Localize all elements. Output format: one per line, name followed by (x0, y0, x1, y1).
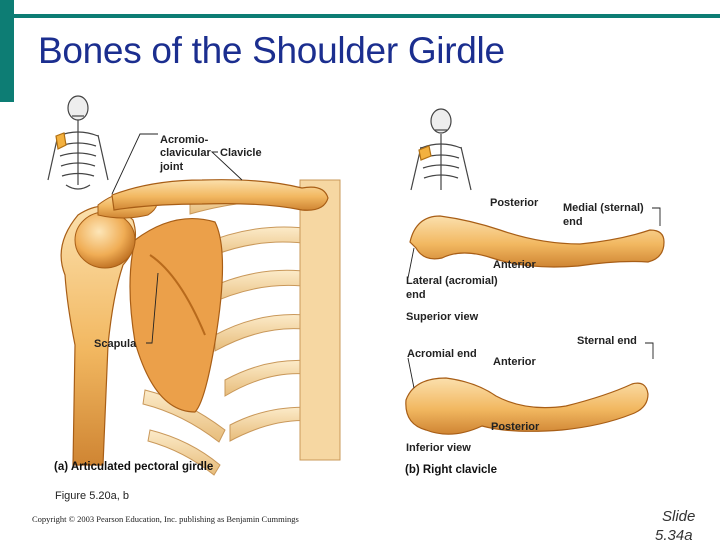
clavicle-bone-a (111, 179, 329, 211)
slide-label: Slide (662, 508, 696, 525)
label-anterior-bottom: Anterior (493, 356, 536, 368)
label-acromial-end: Acromial end (407, 348, 477, 360)
clavicle-inferior-view (405, 377, 649, 435)
label-joint: joint (160, 161, 184, 173)
figure-reference: Figure 5.20a, b (55, 490, 129, 502)
slide-number: 5.34a (655, 527, 693, 544)
label-superior-view: Superior view (406, 311, 479, 323)
leader-lines-a (111, 133, 243, 344)
label-clavicular: clavicular (160, 147, 211, 159)
label-clavicle: Clavicle (220, 147, 262, 159)
label-sternal-end: Sternal end (577, 335, 637, 347)
label-end-medial: end (563, 216, 583, 228)
label-posterior-top: Posterior (490, 197, 539, 209)
label-posterior-bottom: Posterior (491, 421, 540, 433)
skeleton-thumbnail-b (410, 108, 472, 191)
caption-a: (a) Articulated pectoral girdle (54, 461, 214, 473)
label-medial-sternal: Medial (sternal) (563, 202, 644, 214)
frame-accent-left (0, 0, 14, 102)
scapular-spine (149, 254, 206, 336)
slide-title: Bones of the Shoulder Girdle (38, 30, 505, 71)
frame-accent-top (14, 14, 720, 18)
clavicle-superior-view (409, 215, 665, 268)
scapula-bone (129, 217, 224, 413)
caption-b: (b) Right clavicle (405, 464, 498, 476)
label-lateral-acromial: Lateral (acromial) (406, 275, 498, 287)
label-acromio: Acromio- (160, 134, 209, 146)
humerus-bone (60, 205, 136, 466)
label-scapula: Scapula (94, 338, 137, 350)
copyright-notice: Copyright © 2003 Pearson Education, Inc.… (32, 514, 299, 524)
label-inferior-view: Inferior view (406, 442, 471, 454)
humeral-head (74, 211, 136, 269)
leader-lines-b (407, 207, 661, 389)
label-end-lateral: end (406, 289, 426, 301)
label-anterior-top: Anterior (493, 259, 536, 271)
skeleton-thumbnail-a (47, 95, 109, 190)
